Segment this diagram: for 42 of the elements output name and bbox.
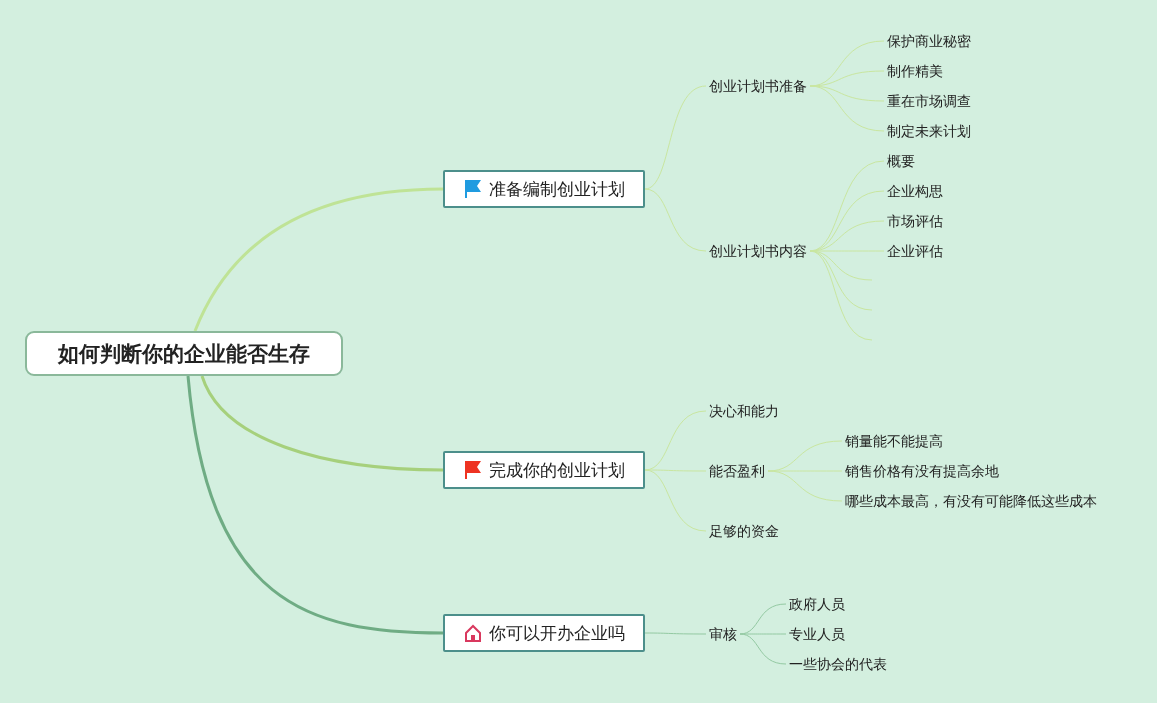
topic-text: 概要 [884, 151, 918, 171]
topic-text: 企业构思 [884, 181, 946, 201]
topic-text: 创业计划书准备 [706, 76, 810, 96]
topic-text: 市场评估 [884, 211, 946, 231]
connector-line [644, 188, 707, 252]
connector-line [809, 85, 885, 132]
topic-text: 销量能不能提高 [842, 431, 946, 451]
topic-text: 一些协会的代表 [786, 654, 890, 674]
connector-line [644, 469, 707, 532]
connector-line [644, 469, 707, 472]
central-topic-box [25, 331, 343, 376]
topic-label: 如何判断你的企业能否生存 [58, 340, 310, 368]
topic-text: 决心和能力 [706, 401, 782, 421]
topic-label: 完成你的创业计划 [489, 458, 625, 482]
connector-line [644, 85, 707, 190]
topic-text: 能否盈利 [706, 461, 768, 481]
connector-line [739, 633, 787, 635]
topic-text: 专业人员 [786, 624, 848, 644]
topic-text: 创业计划书内容 [706, 241, 810, 261]
topic-text: 政府人员 [786, 594, 848, 614]
topic-text: 企业评估 [884, 241, 946, 261]
connector-line [809, 250, 873, 281]
connector-line [193, 187, 444, 332]
topic-text: 制作精美 [884, 61, 946, 81]
topic-text: 制定未来计划 [884, 121, 974, 141]
topic-box [443, 170, 645, 208]
topic-text: 保护商业秘密 [884, 31, 974, 51]
topic-label: 准备编制创业计划 [489, 177, 625, 201]
topic-text: 哪些成本最高，有没有可能降低这些成本 [842, 491, 1100, 511]
topic-text: 足够的资金 [706, 521, 782, 541]
connector-line [809, 85, 885, 102]
topic-box [443, 614, 645, 652]
connector-line [739, 633, 787, 665]
topic-text: 销售价格有没有提高余地 [842, 461, 1002, 481]
topic-text: 审核 [706, 624, 740, 644]
topic-box [443, 451, 645, 489]
topic-text: 重在市场调查 [884, 91, 974, 111]
connector-line [200, 375, 444, 472]
connector-line [767, 470, 843, 502]
connector-line [644, 632, 707, 635]
topic-label: 你可以开办企业吗 [489, 621, 625, 645]
connector-line [186, 375, 444, 635]
